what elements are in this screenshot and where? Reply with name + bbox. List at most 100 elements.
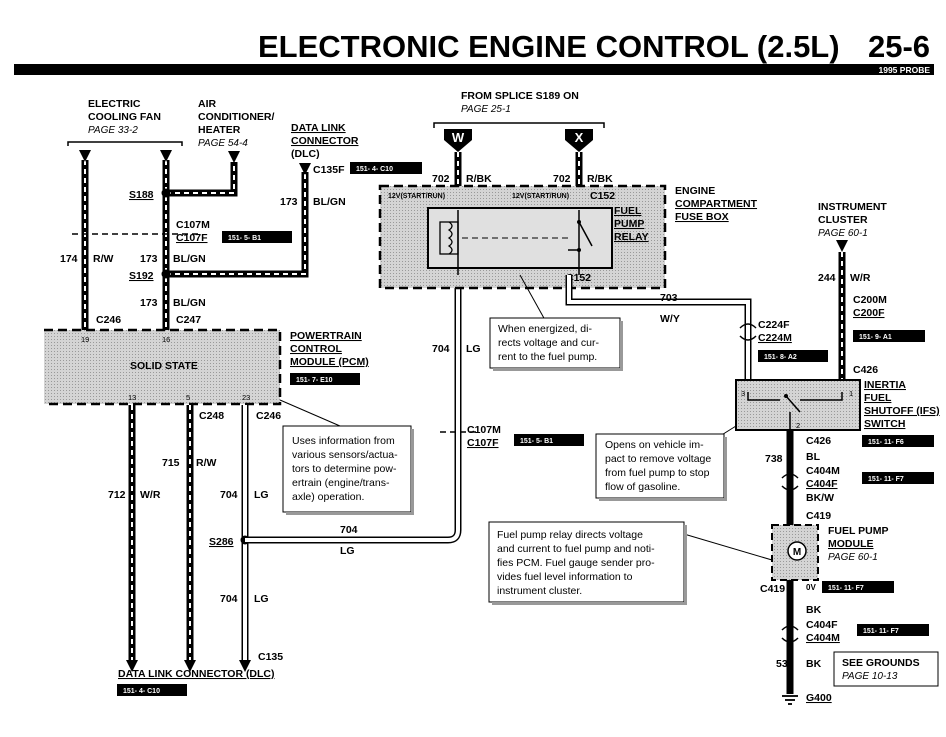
ifs-pin-1: 1 (849, 389, 853, 398)
wire-173-dlc-color: BL/GN (313, 196, 346, 208)
wire-702-left-circuit: 702 (432, 173, 450, 185)
svg-text:from fuel pump to stop: from fuel pump to stop (605, 467, 710, 479)
conn-c200m: C200M (853, 294, 887, 306)
conn-c419-bottom: C419 (760, 583, 785, 595)
svg-text:151- 4- C10: 151- 4- C10 (123, 688, 160, 695)
svg-text:and current to fuel pump and n: and current to fuel pump and noti- (497, 543, 655, 555)
tag-c426: 151- 11- F6 (862, 435, 934, 447)
pcm-name-3: MODULE (PCM) (290, 356, 369, 368)
conn-c419-top: C419 (806, 510, 831, 522)
terminal-arrows-dlc (126, 660, 251, 672)
svg-text:X: X (575, 130, 584, 145)
note-pump: Fuel pump relay directs voltage and curr… (488, 521, 773, 605)
splice-from-page: PAGE 25-1 (461, 104, 511, 115)
svg-text:151- 7- E10: 151- 7- E10 (296, 377, 333, 384)
svg-text:Fuel pump relay directs voltag: Fuel pump relay directs voltage (497, 529, 643, 541)
wire-704-relay-circuit: 704 (432, 343, 450, 355)
svg-text:PAGE 10-13: PAGE 10-13 (842, 671, 898, 682)
conn-c247: C247 (176, 314, 201, 326)
dlc-top-ref: DATA LINK CONNECTOR (DLC) (291, 122, 359, 160)
svg-text:151- 9- A1: 151- 9- A1 (859, 334, 892, 341)
pump-name-2: MODULE (828, 538, 874, 550)
voltage-0v: 0V (806, 583, 816, 592)
cooling-fan-bracket (67, 141, 183, 146)
splice-s188-label: S188 (129, 189, 154, 201)
wire-715-color: R/W (196, 457, 217, 469)
wire-704-down-color: LG (254, 593, 269, 605)
header-bar (14, 64, 934, 75)
splice-s192-dot (161, 269, 171, 279)
svg-text:SEE GROUNDS: SEE GROUNDS (842, 657, 920, 669)
wire-712-color: W/R (140, 489, 161, 501)
cluster-name-2: CLUSTER (818, 214, 868, 226)
fuse-box-name-1: ENGINE (675, 185, 715, 197)
conn-c107f: C107F (176, 232, 208, 244)
svg-text:151- 11- F7: 151- 11- F7 (828, 585, 864, 592)
fuse-box-name-3: FUSE BOX (675, 211, 729, 223)
fuel-pump-module-box (771, 524, 819, 581)
conn-c404f: C404F (806, 478, 838, 490)
wire-173-mid-color: BL/GN (173, 253, 206, 265)
ifs-name-1: INERTIA (864, 379, 906, 391)
svg-text:rects voltage and cur-: rects voltage and cur- (498, 337, 599, 349)
wire-738-circuit: 738 (765, 453, 783, 465)
splice-s286-label: S286 (209, 536, 234, 548)
cluster-page: PAGE 60-1 (818, 228, 868, 239)
splice-input-w: W (444, 129, 472, 152)
connector-c224 (739, 323, 757, 341)
note-pcm: Uses information from various sensors/ac… (279, 399, 414, 515)
wire-704-up-color: LG (254, 489, 269, 501)
ifs-name-2: FUEL (864, 392, 892, 404)
cooling-fan-ref: ELECTRIC COOLING FAN PAGE 33-2 (88, 98, 161, 136)
conn-c107m-right: C107M (467, 424, 501, 436)
fuse-box-right-label: 12V(START/RUN) (512, 193, 569, 200)
pcm-pin-13: 13 (128, 393, 136, 402)
wire-244-color: W/R (850, 272, 871, 284)
conn-c404m: C404M (806, 465, 840, 477)
note-relay: When energized, di- rects voltage and cu… (489, 274, 623, 371)
fuse-box-name-2: COMPARTMENT (675, 198, 758, 210)
cooling-fan-label-2: COOLING FAN (88, 111, 161, 123)
tag-c107-right: 151- 5- B1 (514, 434, 584, 446)
wire-702-right-circuit: 702 (553, 173, 571, 185)
wire-703-color: W/Y (660, 313, 680, 325)
wire-704-s286-color: LG (340, 545, 355, 557)
ac-page: PAGE 54-4 (198, 138, 248, 149)
cluster-name-1: INSTRUMENT (818, 201, 887, 213)
pump-page: PAGE 60-1 (828, 552, 878, 563)
conn-c135: C135 (258, 651, 283, 663)
cluster-arrow (836, 240, 848, 252)
conn-c152-top: C152 (590, 190, 615, 202)
svg-text:flow of gasoline.: flow of gasoline. (605, 481, 680, 493)
svg-text:W: W (452, 130, 465, 145)
ac-label-1: AIR (198, 98, 217, 110)
wire-173-dlc-circuit: 173 (280, 196, 298, 208)
pcm-pin-16: 16 (162, 335, 170, 344)
pcm-body-label: SOLID STATE (130, 360, 198, 372)
cooling-fan-label-1: ELECTRIC (88, 98, 141, 110)
dlc-top-label-2: CONNECTOR (291, 135, 359, 147)
fuel-pump-relay (427, 207, 613, 269)
relay-name-1: FUEL (614, 205, 642, 217)
wire-173-mid-circuit: 173 (140, 253, 158, 265)
ifs-box (735, 379, 861, 431)
page-number: 25-6 (868, 29, 930, 64)
wire-group-left (81, 160, 309, 330)
tag-dlc: 151- 4- C10 (117, 684, 187, 696)
splice-s188-dot (161, 188, 171, 198)
wire-703-group (565, 275, 752, 380)
cooling-fan-page: PAGE 33-2 (88, 125, 138, 136)
tag-c224: 151- 8- A2 (758, 350, 828, 362)
splice-from-label: FROM SPLICE S189 ON (461, 90, 579, 102)
wire-group-pcm-bottom (128, 405, 249, 665)
splice-input-x: X (565, 129, 593, 152)
svg-text:151- 5- B1: 151- 5- B1 (520, 438, 553, 445)
svg-text:axle) operation.: axle) operation. (292, 491, 364, 503)
page-header: ELECTRONIC ENGINE CONTROL (2.5L) 25-6 19… (14, 29, 934, 75)
svg-text:ertrain (engine/trans-: ertrain (engine/trans- (292, 477, 390, 489)
tag-c419: 151- 11- F7 (822, 581, 894, 593)
page-title: ELECTRONIC ENGINE CONTROL (2.5L) (258, 29, 840, 64)
conn-c107m: C107M (176, 219, 210, 231)
conn-c404m-bottom: C404M (806, 632, 840, 644)
